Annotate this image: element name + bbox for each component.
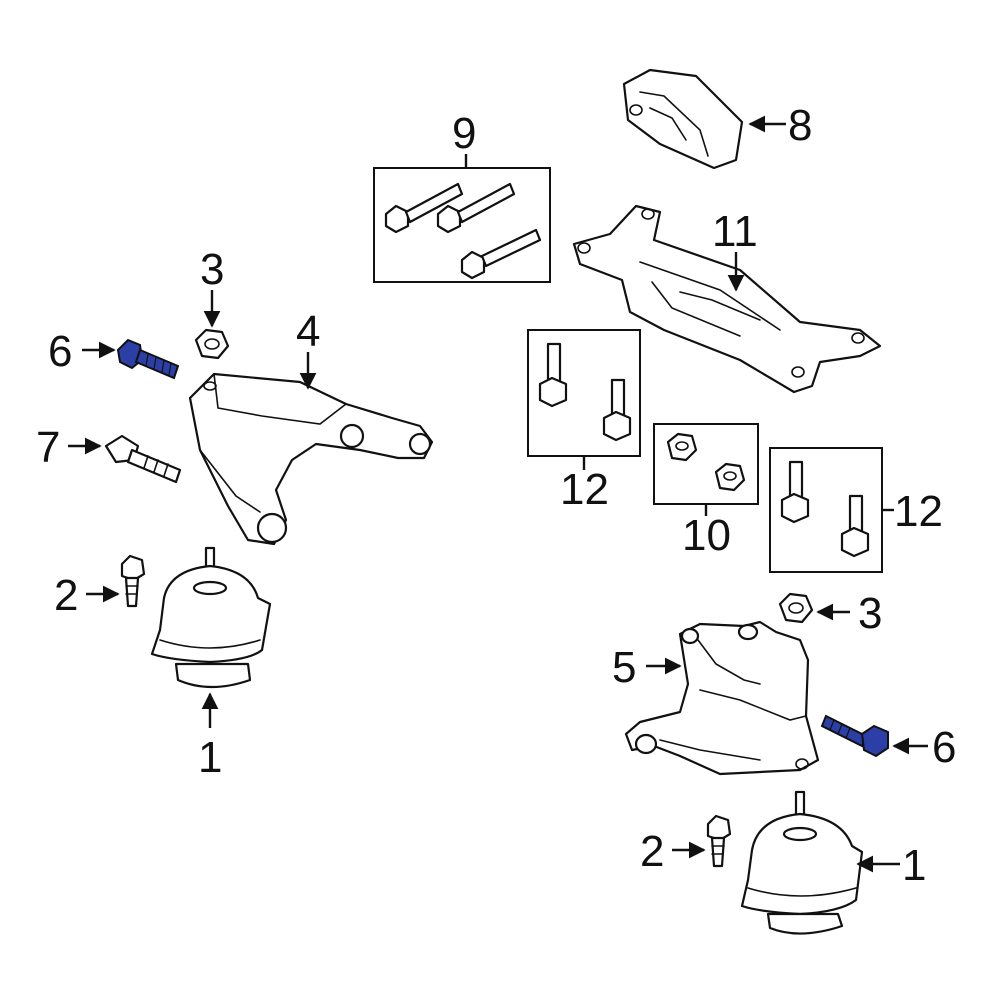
nut-10-a[interactable] bbox=[666, 432, 698, 462]
bolt-6-right-highlighted[interactable] bbox=[820, 714, 889, 758]
bolt-12-right-a[interactable] bbox=[780, 460, 810, 524]
callout-3-right: 3 bbox=[858, 589, 882, 638]
callout-2-left: 2 bbox=[54, 571, 78, 620]
bolt-6-left-highlighted[interactable] bbox=[116, 338, 180, 380]
callout-6-right: 6 bbox=[932, 723, 956, 772]
callout-12-right: 12 bbox=[894, 487, 943, 536]
stud-7[interactable] bbox=[104, 434, 182, 484]
callout-1-right: 1 bbox=[902, 841, 926, 890]
box-10 bbox=[653, 423, 759, 505]
bolt-9-a[interactable] bbox=[384, 182, 464, 234]
mount-8[interactable] bbox=[622, 68, 744, 170]
callout-11: 11 bbox=[712, 207, 758, 256]
bracket-5[interactable] bbox=[624, 620, 820, 776]
bolt-2-right[interactable] bbox=[706, 814, 732, 868]
callout-10: 10 bbox=[682, 511, 731, 560]
nut-10-b[interactable] bbox=[714, 462, 746, 492]
crossmember-11[interactable] bbox=[572, 204, 882, 394]
callout-8: 8 bbox=[788, 101, 812, 150]
bolt-12-right-b[interactable] bbox=[840, 494, 870, 558]
callout-6-left: 6 bbox=[48, 327, 72, 376]
callout-7: 7 bbox=[36, 423, 60, 472]
bolt-9-b[interactable] bbox=[436, 182, 516, 234]
callout-12-left: 12 bbox=[560, 465, 609, 514]
box-9 bbox=[373, 167, 551, 283]
engine-mount-1-right[interactable] bbox=[740, 790, 864, 935]
bolt-12-left-a[interactable] bbox=[538, 342, 568, 408]
callout-4: 4 bbox=[296, 307, 320, 356]
bracket-4[interactable] bbox=[188, 372, 434, 546]
nut-3-right[interactable] bbox=[778, 592, 814, 624]
callout-3-left: 3 bbox=[200, 245, 224, 294]
engine-mount-1-left[interactable] bbox=[150, 546, 272, 689]
callout-1-left: 1 bbox=[198, 733, 222, 782]
bolt-2-left[interactable] bbox=[120, 554, 146, 608]
bolt-9-c[interactable] bbox=[460, 228, 542, 280]
bolt-12-left-b[interactable] bbox=[602, 378, 632, 442]
nut-3-left[interactable] bbox=[194, 328, 230, 360]
callout-2-right: 2 bbox=[640, 827, 664, 876]
callout-9: 9 bbox=[452, 109, 476, 158]
callout-5: 5 bbox=[612, 643, 636, 692]
